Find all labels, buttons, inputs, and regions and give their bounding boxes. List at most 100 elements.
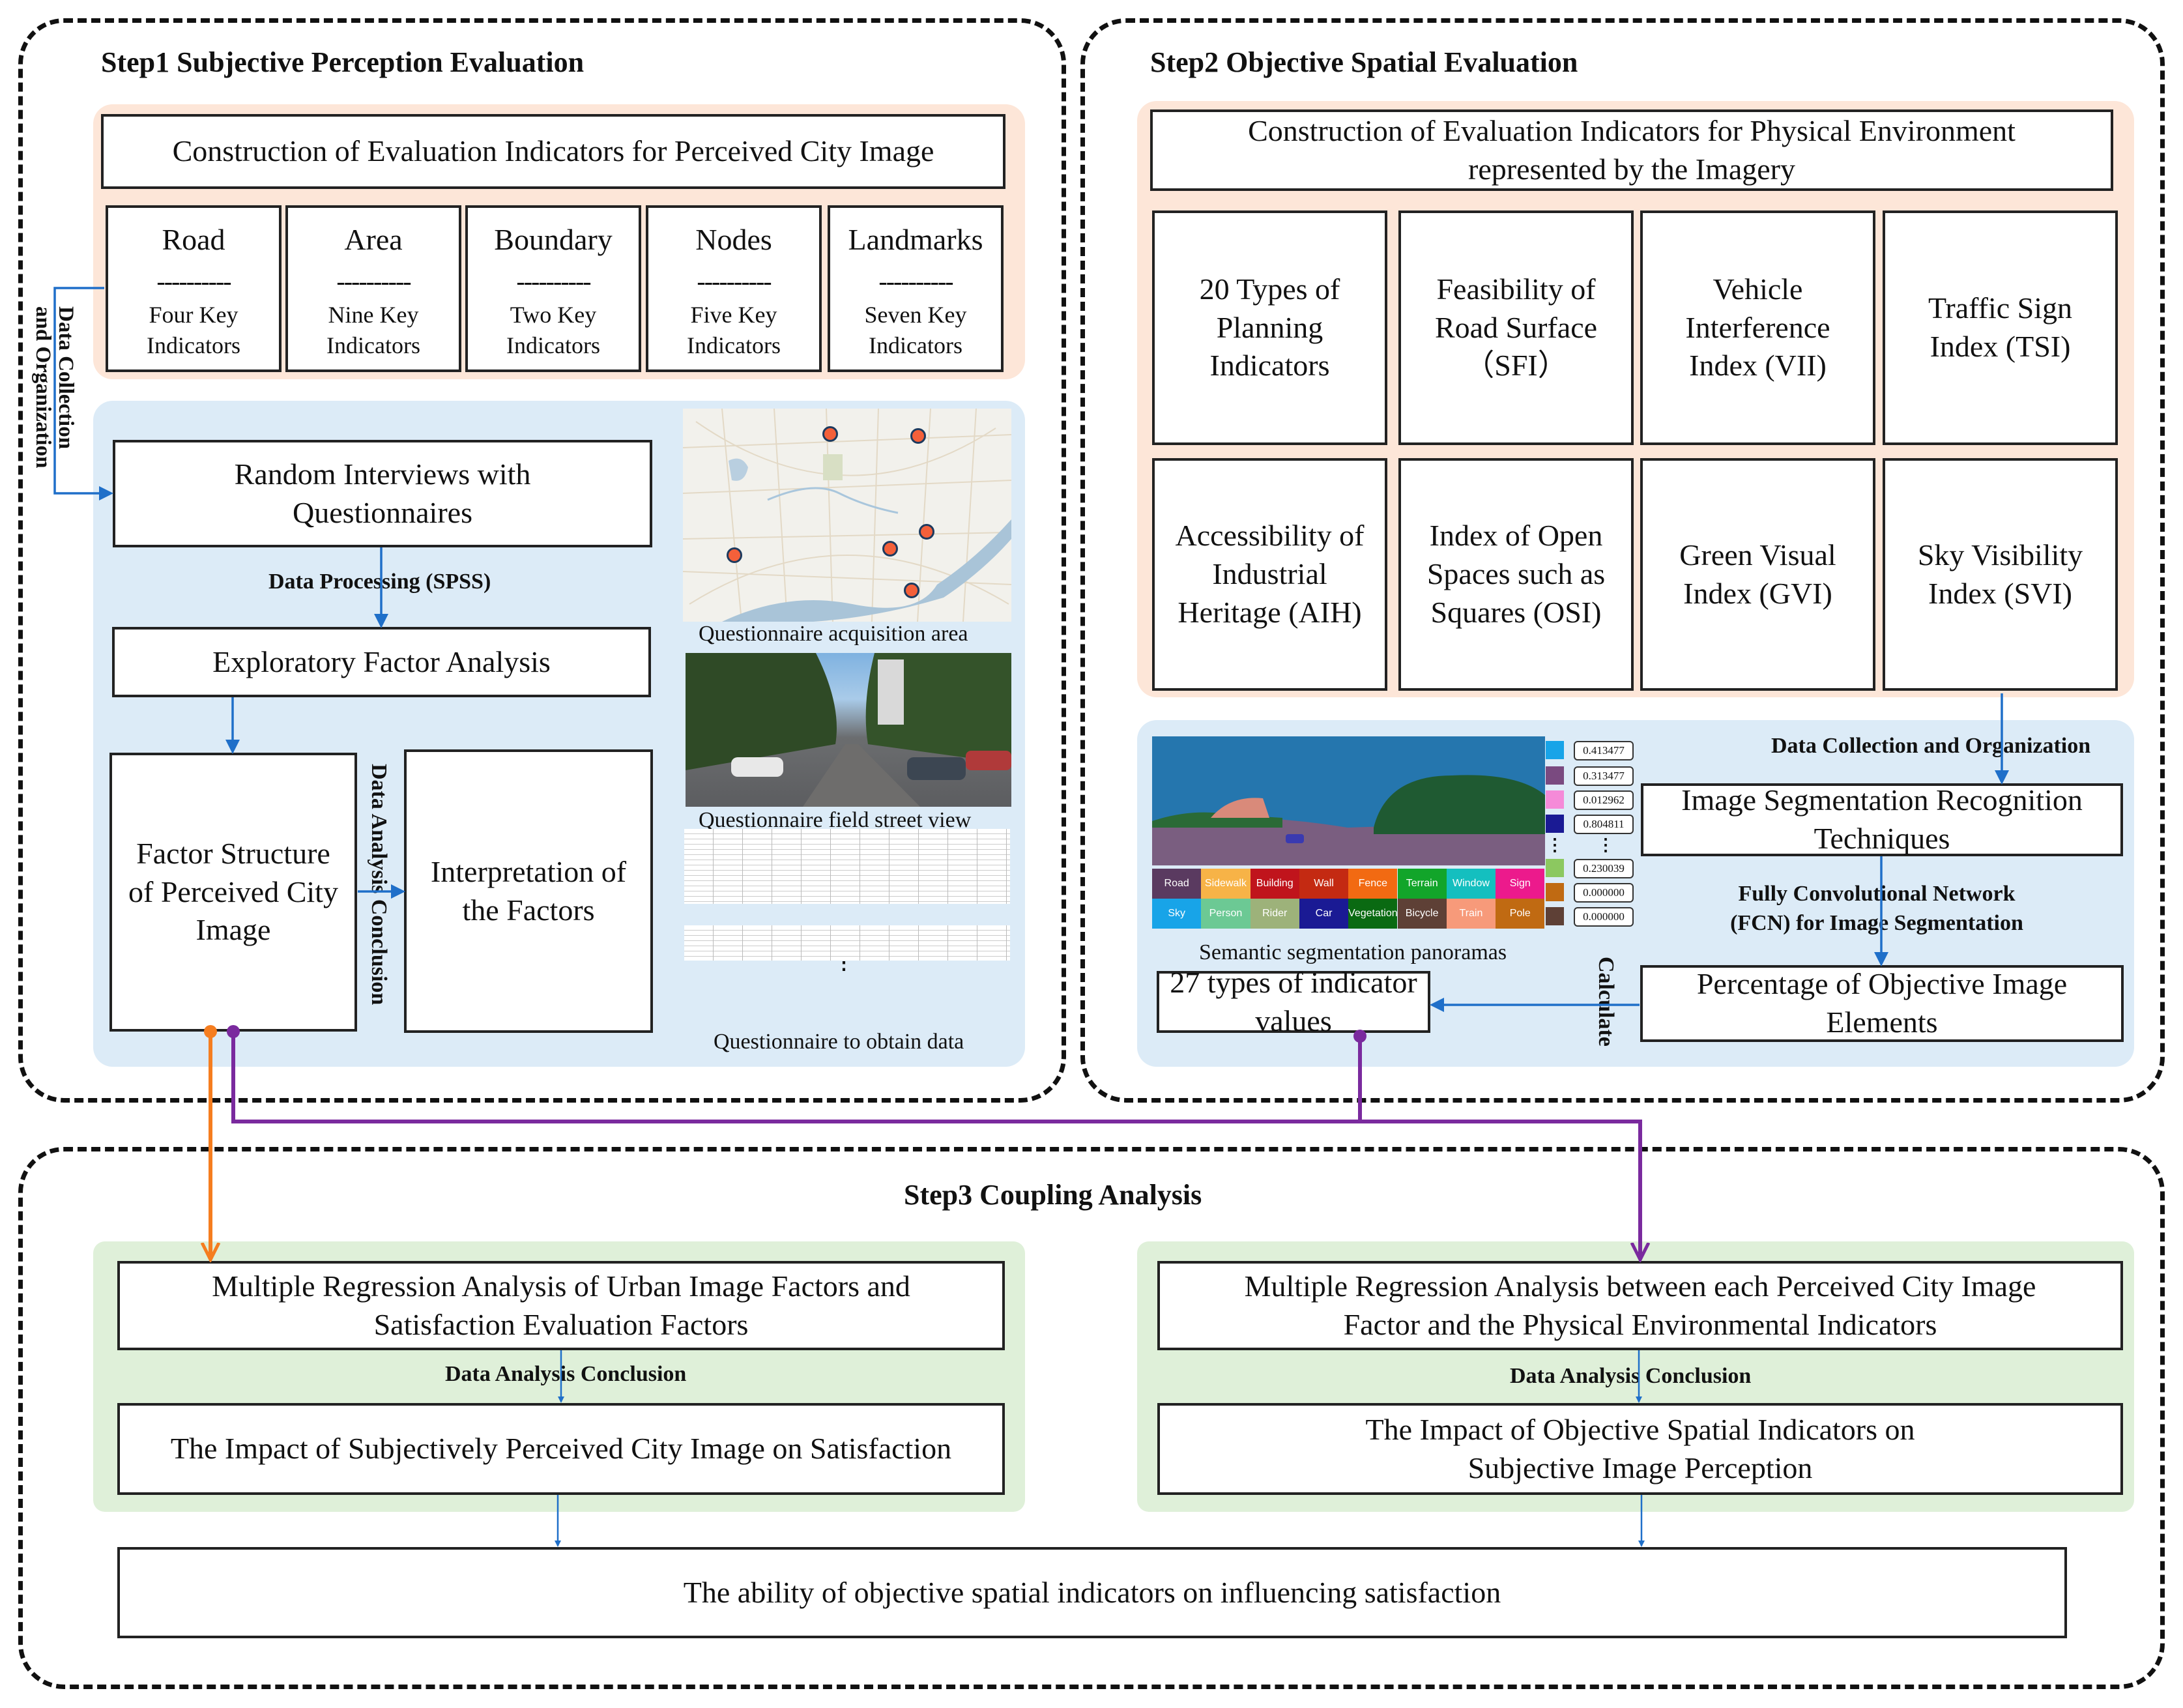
map-marker xyxy=(727,547,742,563)
step2-title: Step2 Objective Spatial Evaluation xyxy=(1150,46,1578,78)
percentage-box: Percentage of Objective Image Elements xyxy=(1640,965,2124,1042)
street-caption: Questionnaire field street view xyxy=(699,808,972,832)
indicator-divider: ---------- xyxy=(878,266,953,296)
indicator-unit: Indicators xyxy=(147,332,240,358)
legend-vegetation: Vegetation xyxy=(1348,899,1398,929)
value-box: 0.313477 xyxy=(1574,766,1634,786)
indicator-values-box: 27 types of indicator values xyxy=(1157,966,1430,1037)
interpretation-box: Interpretation of the Factors xyxy=(404,749,653,1033)
value-box: 0.230039 xyxy=(1574,859,1634,878)
fcn-label: Fully Convolutional Network (FCN) for Im… xyxy=(1681,880,2072,938)
spatial-indicator-box: Feasibility of Road Surface （SFI） xyxy=(1398,210,1634,445)
indicator-name: Boundary xyxy=(494,223,613,256)
sheet-caption: Questionnaire to obtain data xyxy=(714,1030,964,1054)
legend-pole: Pole xyxy=(1496,899,1545,929)
legend-person: Person xyxy=(1201,899,1251,929)
value-swatch xyxy=(1546,883,1564,901)
spatial-indicator-box: Green Visual Index (GVI) xyxy=(1640,458,1875,691)
value-box: 0.012962 xyxy=(1574,790,1634,810)
value-swatch xyxy=(1546,859,1564,877)
map-marker xyxy=(882,541,898,557)
value-swatch xyxy=(1546,907,1564,925)
map-marker xyxy=(919,524,934,540)
spatial-indicator-box: 20 Types of Planning Indicators xyxy=(1152,210,1387,445)
indicator-count: Nine Key xyxy=(328,301,419,328)
analysis-conclusion-vlabel: Data Analysis Conclusion xyxy=(367,764,391,1006)
legend-road: Road xyxy=(1152,869,1202,899)
indicator-name: Road xyxy=(162,223,225,256)
panorama-caption: Semantic segmentation panoramas xyxy=(1199,940,1507,964)
legend-wall: Wall xyxy=(1299,869,1349,899)
legend-rider: Rider xyxy=(1250,899,1299,929)
map-marker xyxy=(910,428,926,444)
indicator-unit: Indicators xyxy=(326,332,420,358)
legend-sidewalk: Sidewalk xyxy=(1201,869,1251,899)
street-graphic xyxy=(686,653,1011,807)
value-box: 0.413477 xyxy=(1574,741,1634,760)
left-conclusion-label: Data Analysis Conclusion xyxy=(445,1362,687,1386)
side-label-line1: Data Collection xyxy=(54,306,78,450)
fcn-label-line1: Fully Convolutional Network xyxy=(1738,882,2016,906)
segmentation-panorama xyxy=(1152,736,1545,865)
swatch-ellipsis: ⋮ xyxy=(1546,835,1563,854)
legend-terrain: Terrain xyxy=(1397,869,1447,899)
efa-box: Exploratory Factor Analysis xyxy=(112,627,651,697)
factor-structure-box: Factor Structure of Perceived City Image xyxy=(109,753,357,1032)
acquisition-map xyxy=(683,409,1011,622)
step1-title: Step1 Subjective Perception Evaluation xyxy=(101,46,585,78)
spatial-indicator-box: Index of Open Spaces such as Squares (OS… xyxy=(1398,458,1634,691)
street-view-photo xyxy=(686,653,1011,807)
legend-window: Window xyxy=(1446,869,1496,899)
value-swatch xyxy=(1546,815,1564,833)
processing-label: Data Processing (SPSS) xyxy=(268,570,491,594)
final-conclusion-box: The ability of objective spatial indicat… xyxy=(117,1547,2067,1638)
spatial-indicator-box: Vehicle Interference Index (VII) xyxy=(1640,210,1875,445)
collection-label: Data Collection and Organization xyxy=(1771,734,2091,758)
regression-right-box: Multiple Regression Analysis between eac… xyxy=(1157,1261,2123,1350)
indicator-unit: Indicators xyxy=(506,332,600,358)
map-marker xyxy=(822,426,838,442)
legend-car: Car xyxy=(1299,899,1349,929)
questionnaire-sheet-bottom xyxy=(684,925,1010,961)
step1-side-label: Data Collection and Organization xyxy=(31,306,78,469)
right-conclusion-label: Data Analysis Conclusion xyxy=(1510,1364,1752,1388)
indicator-count: Two Key xyxy=(510,301,597,328)
side-label-line2: and Organization xyxy=(31,306,55,469)
indicator-divider: ---------- xyxy=(156,266,231,296)
indicator-name: Landmarks xyxy=(848,223,983,256)
step1-indicator-header: Construction of Evaluation Indicators fo… xyxy=(101,114,1005,189)
value-swatch xyxy=(1546,790,1564,809)
spatial-indicator-box: Sky Visibility Index (SVI) xyxy=(1883,458,2118,691)
map-graphic xyxy=(683,409,1011,622)
indicator-count: Seven Key xyxy=(864,301,967,328)
indicator-count: Four Key xyxy=(149,301,239,328)
value-ellipsis: ⋮ xyxy=(1597,835,1614,854)
step2-indicator-header: Construction of Evaluation Indicators fo… xyxy=(1150,109,2113,191)
indicator-count: Five Key xyxy=(690,301,777,328)
calculate-vlabel: Calculate xyxy=(1594,957,1618,1047)
step3-title: Step3 Coupling Analysis xyxy=(904,1179,1202,1211)
spatial-indicator-box: Traffic Sign Index (TSI) xyxy=(1883,210,2118,445)
map-marker xyxy=(904,583,919,598)
legend-building: Building xyxy=(1250,869,1299,899)
legend-fence: Fence xyxy=(1348,869,1398,899)
legend-bicycle: Bicycle xyxy=(1397,899,1447,929)
fcn-label-line2: (FCN) for Image Segmentation xyxy=(1730,910,2023,935)
legend-sky: Sky xyxy=(1152,899,1202,929)
indicator-name: Area xyxy=(344,223,403,256)
value-box: 0.000000 xyxy=(1574,883,1634,903)
indicator-name: Nodes xyxy=(695,223,772,256)
legend-sign: Sign xyxy=(1496,869,1545,899)
questionnaire-sheet-top xyxy=(684,829,1010,904)
value-box: 0.000000 xyxy=(1574,907,1634,927)
indicator-divider: ---------- xyxy=(516,266,591,296)
impact-right-box: The Impact of Objective Spatial Indicato… xyxy=(1157,1403,2123,1495)
panorama-graphic xyxy=(1152,736,1545,865)
value-swatch xyxy=(1546,741,1564,759)
interviews-box: Random Interviews with Questionnaires xyxy=(113,440,652,547)
